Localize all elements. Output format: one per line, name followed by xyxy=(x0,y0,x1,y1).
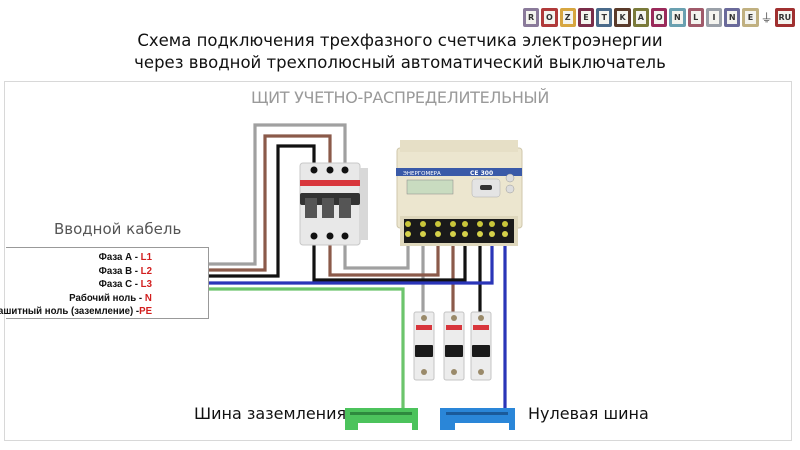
branch-breaker xyxy=(413,311,435,381)
wire-legend: Фаза А - L1 Фаза В - L2 Фаза С - L3 Рабо… xyxy=(0,247,209,319)
meter-terminal xyxy=(502,221,508,237)
wire-l1-input xyxy=(183,123,347,266)
wire-l3-output xyxy=(312,238,467,282)
logo-letter-tile: O xyxy=(650,7,668,27)
logo-suffix-tile: RU xyxy=(774,7,795,27)
logo-letter-tile: R xyxy=(523,7,540,27)
neutral-bus-label: Нулевая шина xyxy=(528,404,649,423)
logo-letter-tile: N xyxy=(669,7,686,27)
electricity-meter: ЭНЕРГОМЕРА CE 300 xyxy=(396,140,523,246)
wire-l2-input xyxy=(183,134,332,272)
wire-pe xyxy=(183,287,405,408)
neutral-bus xyxy=(440,408,515,430)
meter-terminal-block xyxy=(405,221,508,237)
branch-breaker xyxy=(470,311,492,381)
wire-l2-output xyxy=(328,238,440,277)
meter-terminal xyxy=(477,221,483,237)
meter-terminal xyxy=(420,221,426,237)
ground-bus xyxy=(345,408,418,430)
logo-letter-tile: E xyxy=(577,7,595,27)
branch-breakers xyxy=(413,311,492,381)
logo-letter-tile: L xyxy=(687,7,704,27)
diagram-title: Схема подключения трехфазного счетчика э… xyxy=(0,30,800,74)
branch-breaker xyxy=(443,311,465,381)
wire-neutral-input xyxy=(183,240,494,285)
logo-letter-tile: A xyxy=(632,7,649,27)
wire-l1-output xyxy=(343,238,410,270)
title-line-1: Схема подключения трехфазного счетчика э… xyxy=(137,31,663,50)
legend-item-pe: Зашитный ноль (заземление) -PE xyxy=(0,305,152,317)
legend-item-l3: Фаза С - L3 xyxy=(98,278,152,290)
meter-terminal xyxy=(462,221,468,237)
distribution-panel-frame xyxy=(4,81,792,441)
logo-letter-tile: N xyxy=(724,7,741,27)
meter-model: CE 300 xyxy=(470,170,493,177)
title-line-2: через вводной трехполюсный автоматически… xyxy=(134,53,666,72)
meter-terminal xyxy=(489,221,495,237)
logo-letter-tile: O xyxy=(541,7,558,27)
logo-letter-tile: K xyxy=(614,7,631,27)
legend-item-l2: Фаза В - L2 xyxy=(98,265,152,277)
logo-letter-tile: E xyxy=(742,7,759,27)
plug-icon: ⏚ xyxy=(760,10,773,25)
input-cable-title: Вводной кабель xyxy=(54,220,182,238)
wire-l3-input xyxy=(183,144,316,278)
logo-letter-tile: I xyxy=(705,7,723,27)
logo-letter-tile: Z xyxy=(559,7,576,27)
legend-item-n: Рабочий ноль - N xyxy=(69,292,152,304)
meter-terminal xyxy=(450,221,456,237)
meter-terminal xyxy=(435,221,441,237)
ground-bus-label: Шина заземления xyxy=(194,404,347,423)
legend-item-l1: Фаза А - L1 xyxy=(98,251,152,263)
meter-terminal xyxy=(405,221,411,237)
panel-title: ЩИТ УЧЕТНО-РАСПРЕДЕЛИТЕЛЬНЫЙ xyxy=(250,88,550,107)
main-breaker-3pole xyxy=(299,162,368,246)
meter-brand: ЭНЕРГОМЕРА xyxy=(403,171,441,177)
logo-letter-tile: T xyxy=(596,7,613,27)
